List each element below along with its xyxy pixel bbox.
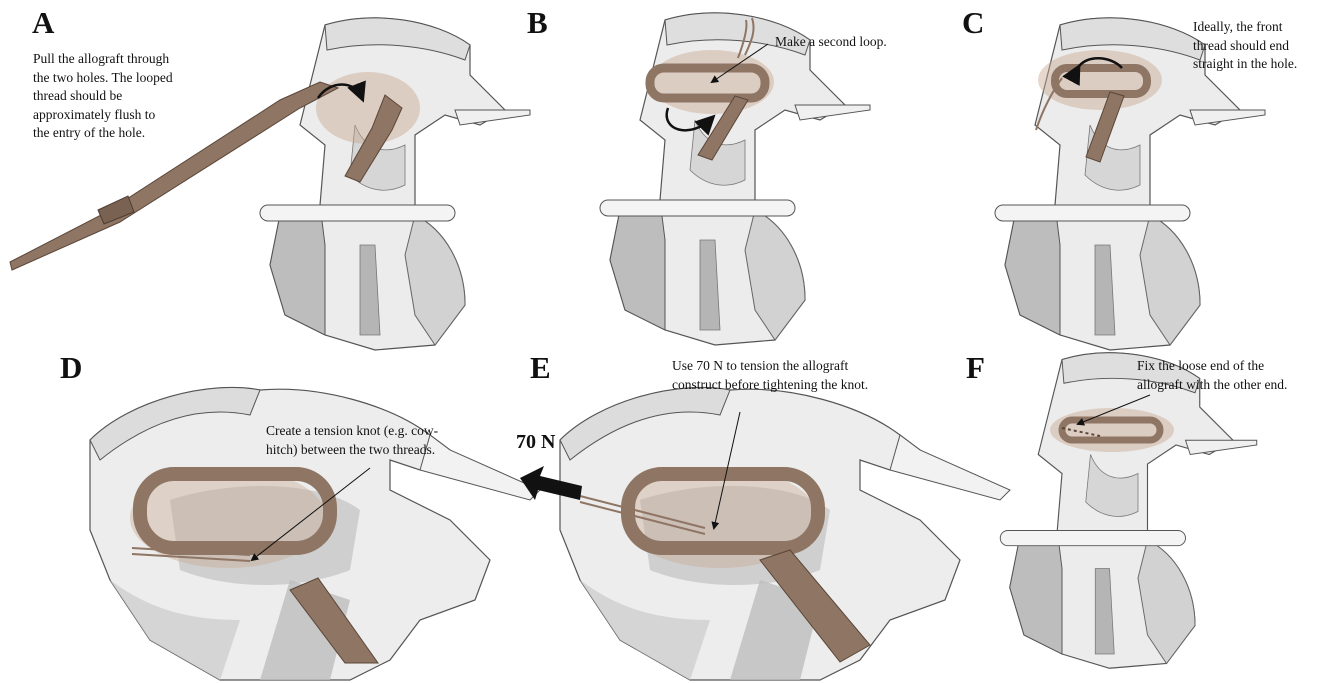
caption-a: Pull the allograft through the two holes… — [33, 50, 173, 143]
caption-e: Use 70 N to tension the allograft constr… — [672, 357, 868, 394]
panel-letter-a: A — [32, 7, 54, 38]
panel-letter-c: C — [962, 7, 984, 38]
panel-f — [1000, 353, 1257, 668]
caption-b: Make a second loop. — [775, 33, 887, 52]
highlight-region — [316, 72, 420, 144]
vertebra-illustration — [1000, 353, 1257, 668]
panel-letter-d: D — [60, 352, 82, 383]
force-label: 70 N — [516, 431, 555, 454]
panel-letter-e: E — [530, 352, 551, 383]
caption-d: Create a tension knot (e.g. cow- hitch) … — [266, 422, 438, 459]
panel-letter-b: B — [527, 7, 548, 38]
vertebra-illustration — [260, 18, 530, 350]
panel-e — [520, 387, 1010, 680]
caption-c: Ideally, the front thread should end str… — [1193, 18, 1297, 74]
panel-letter-f: F — [966, 352, 985, 383]
caption-f: Fix the loose end of the allograft with … — [1137, 357, 1287, 394]
panel-b — [600, 13, 870, 345]
